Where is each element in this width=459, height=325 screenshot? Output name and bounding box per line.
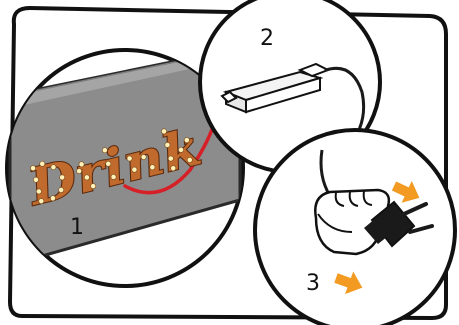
bulb: [167, 155, 174, 162]
bulb: [105, 160, 112, 167]
bulb: [161, 128, 167, 135]
step-1-circle: Drink: [5, 48, 245, 288]
bulb: [76, 168, 83, 174]
bulb: [110, 174, 117, 180]
bulb: [149, 164, 156, 171]
hand-icon: [314, 188, 391, 256]
step-number-1: 1: [70, 215, 84, 240]
bulb: [183, 137, 190, 143]
step-3-circle: [253, 128, 457, 325]
arrow-right-icon: [391, 181, 420, 203]
step-2-circle: [198, 0, 382, 192]
marquee-bulbs: [30, 128, 193, 205]
bulb: [101, 147, 108, 154]
bulb: [38, 198, 45, 205]
step-number-3: 3: [306, 271, 320, 296]
bulb: [50, 195, 56, 202]
bulb: [50, 164, 57, 171]
arrow-down-right-icon: [334, 271, 363, 295]
bulb: [30, 165, 36, 172]
bulb: [33, 176, 39, 183]
bulb: [170, 165, 177, 172]
bulb: [164, 142, 171, 148]
power-adapter: [220, 62, 331, 114]
bulb: [59, 174, 66, 181]
bulb: [126, 155, 133, 162]
bulb: [39, 160, 46, 167]
bulb: [58, 187, 65, 193]
bulb: [140, 154, 147, 160]
bulb: [35, 188, 42, 195]
bulb: [78, 161, 85, 168]
step-number-2: 2: [260, 26, 274, 51]
bulb: [178, 146, 184, 153]
bulb: [83, 174, 90, 181]
bulb: [90, 183, 97, 190]
bulb: [186, 157, 193, 163]
bulb: [131, 166, 138, 173]
plug-icon: [364, 200, 434, 248]
